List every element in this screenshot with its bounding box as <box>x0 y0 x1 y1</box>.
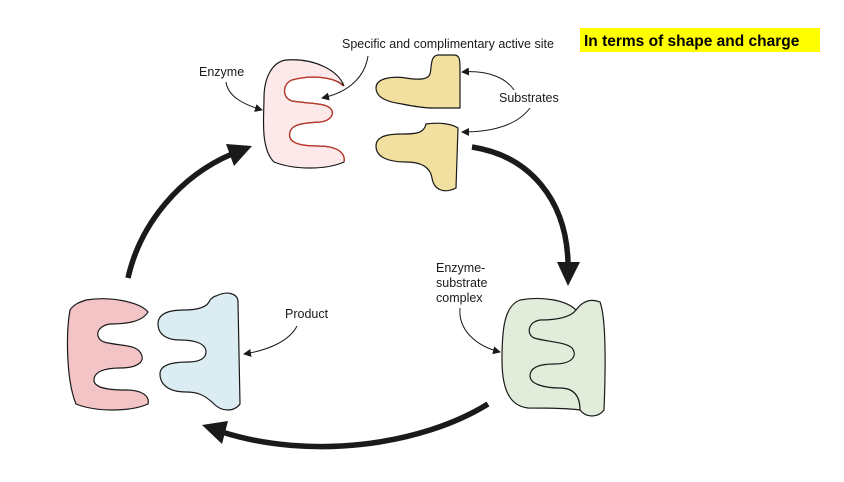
cycle-arrow-to-complex-head <box>557 262 580 286</box>
highlight-text: In terms of shape and charge <box>584 33 800 50</box>
cycle-arrow-to-complex <box>471 144 571 263</box>
active-site-label: Specific and complimentary active site <box>342 37 554 51</box>
active-site-pointer <box>321 55 369 101</box>
substrate-bottom-pointer <box>461 107 531 136</box>
cycle-arrow-to-enzyme <box>125 151 234 279</box>
released-enzyme-shape <box>66 298 149 411</box>
complex-pointer <box>459 307 501 355</box>
substrate-shape-top <box>375 54 461 109</box>
enzyme-substrate-complex <box>501 297 606 417</box>
complex-label-line1: Enzyme- <box>436 261 485 275</box>
enzyme-pointer <box>225 81 263 112</box>
product-shape <box>157 292 241 411</box>
cycle-arrow-to-enzyme-head <box>226 144 252 166</box>
complex-label-line3: complex <box>436 291 483 305</box>
substrates-label: Substrates <box>499 91 559 105</box>
cycle-arrow-to-product-head <box>202 421 228 444</box>
cycle-arrow-to-product <box>221 401 490 450</box>
product-pointer <box>243 325 298 357</box>
active-site-outline <box>283 76 345 163</box>
complex-label-line2: substrate <box>436 276 487 290</box>
enzyme-label: Enzyme <box>199 65 244 79</box>
substrate-top-pointer <box>461 67 515 91</box>
complex-interface-line <box>528 309 581 411</box>
substrate-shape-bottom <box>375 122 459 192</box>
product-label: Product <box>285 307 329 321</box>
highlight-box <box>580 28 820 52</box>
